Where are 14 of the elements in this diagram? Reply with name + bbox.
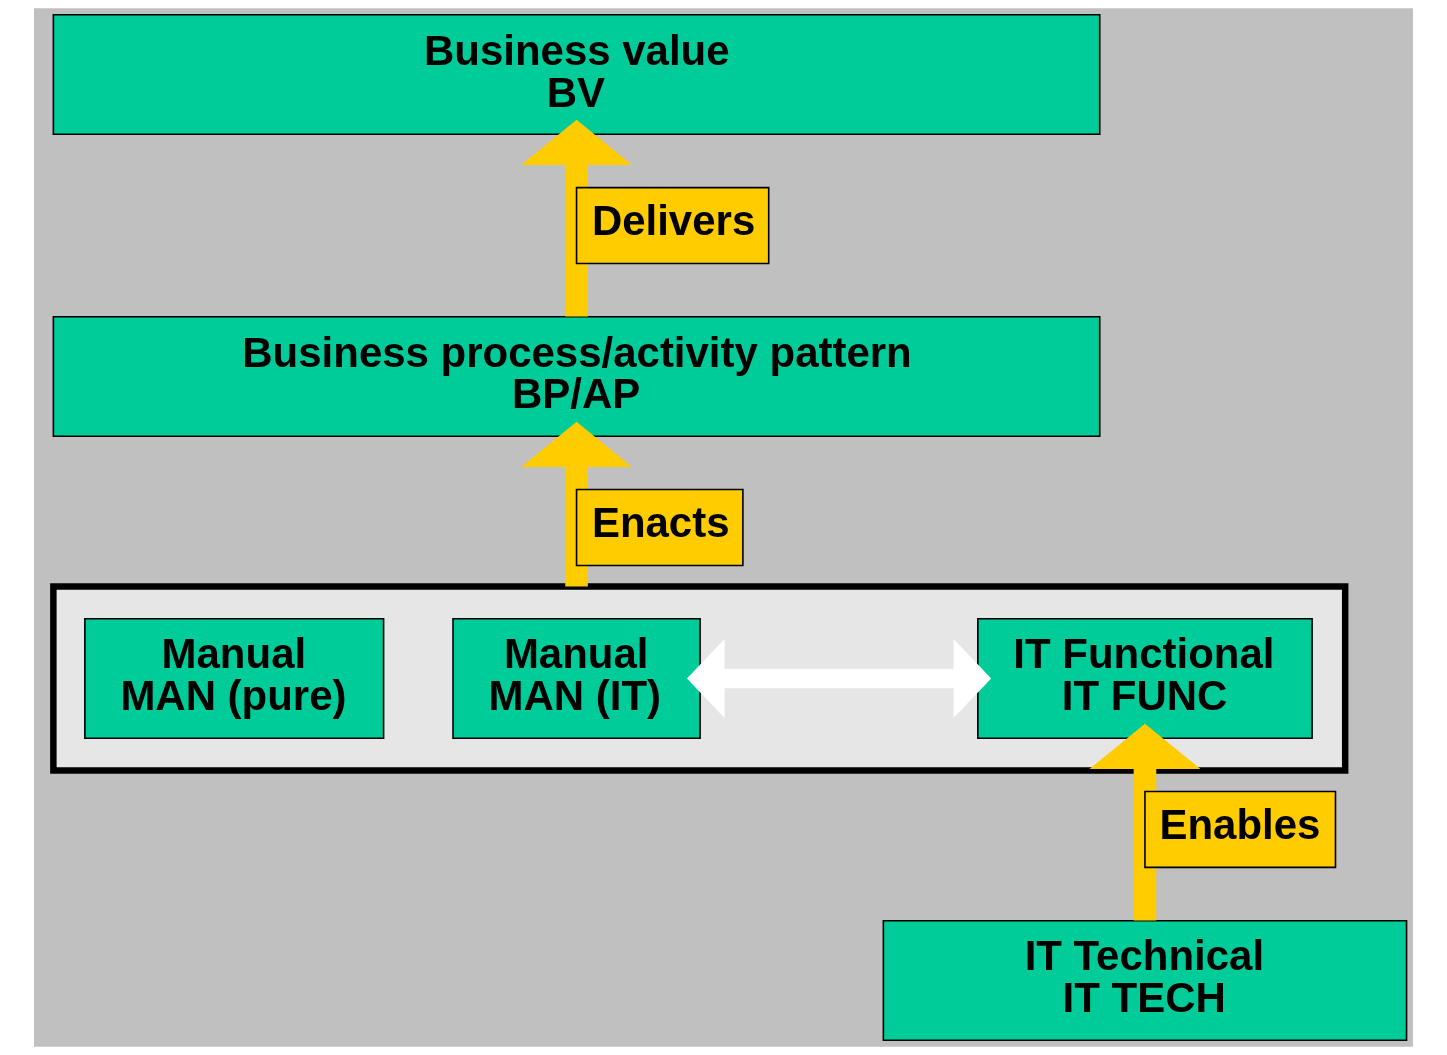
node-box: IT Functional IT FUNC — [977, 617, 1313, 740]
edge-label: Enables — [1159, 800, 1321, 848]
edge-label: Enacts — [591, 498, 730, 546]
node-box: IT Technical IT TECH — [882, 919, 1408, 1041]
node-box: Manual MAN (pure) — [84, 617, 385, 740]
node-box: Manual MAN (IT) — [452, 617, 701, 740]
arrow — [521, 421, 632, 587]
edge-label: Delivers — [591, 196, 756, 244]
arrow — [1089, 723, 1201, 921]
arrow — [686, 639, 992, 718]
cluster — [50, 583, 1349, 774]
node-box: Business value BV — [52, 14, 1101, 136]
node-box: Business process/activity pattern BP/AP — [52, 315, 1101, 438]
arrow — [521, 119, 632, 317]
